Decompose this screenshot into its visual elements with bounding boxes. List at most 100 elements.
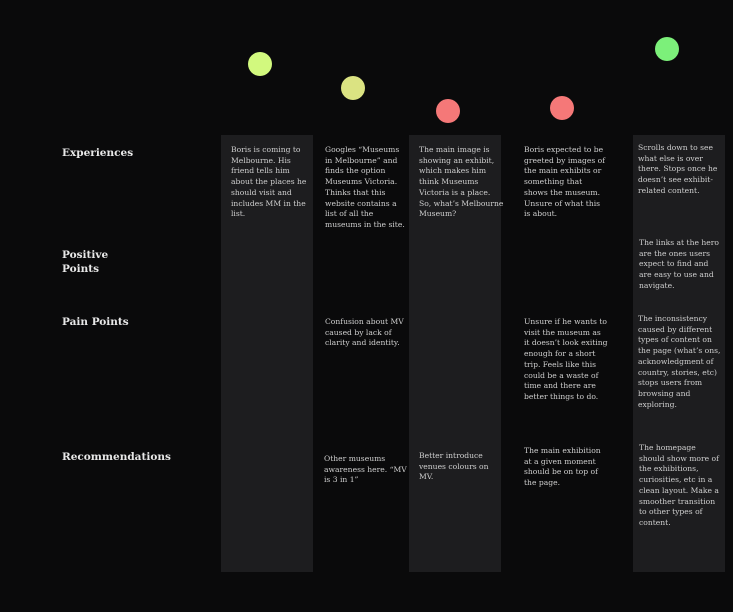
cell-line: related content. (638, 185, 700, 195)
cell-line: are the ones users (639, 248, 710, 258)
cell-line: better things to do. (524, 391, 599, 401)
cell-line: shows the museum. (524, 187, 601, 197)
cell-line: time and there are (524, 381, 596, 391)
sentiment-dot-stage-2 (341, 76, 365, 100)
cell-line: exploring. (638, 399, 677, 409)
cell-line: think Museums (419, 177, 479, 187)
stage-column-5 (633, 135, 725, 572)
cell-line: which makes him (419, 166, 487, 176)
cell-line: caused by different (638, 324, 713, 334)
cell-line: is about. (524, 209, 558, 219)
cell-line: list. (231, 209, 246, 219)
cell-line: The main image is (419, 145, 490, 154)
cell-line: stops users from (638, 378, 703, 388)
cell-line: there. Stops once he (638, 164, 718, 174)
row-label-positive-line-1: Positive (62, 249, 109, 261)
cell-line: the page. (524, 478, 561, 488)
cell-line: website contains a (325, 198, 397, 208)
cell-line: country, stories, etc) (638, 367, 717, 377)
cell-line: expect to find and (639, 259, 709, 269)
cell-line: in Melbourne” and (325, 155, 398, 165)
cell-line: it doesn’t look exiting (524, 338, 608, 348)
cell-line: about the places he (231, 177, 307, 187)
cell-line: friend tells him (231, 166, 290, 176)
cell-line: Googles “Museums (325, 145, 400, 154)
cell-line: are easy to use and (639, 270, 714, 280)
cell-line: types of content on (638, 335, 712, 345)
sentiment-dot-stage-3 (436, 99, 460, 123)
row-label-positive-line-2: Points (62, 263, 100, 275)
cell-line: Boris is coming to (231, 145, 301, 154)
cell-line: greeted by images of (524, 155, 606, 165)
cell-line: could be a waste of (524, 370, 599, 380)
cell-line: should visit and (231, 187, 292, 197)
cell-line: Victoria is a place. (419, 187, 491, 197)
cell-line: at a given moment (524, 456, 596, 466)
cell-line: So, what’s Melbourne (419, 198, 504, 208)
cell-line: visit the museum as (524, 327, 601, 337)
cell-line: navigate. (639, 280, 675, 290)
cell-line: The inconsistency (638, 314, 708, 323)
cell-line: Boris expected to be (524, 145, 604, 154)
cell-line: The main exhibition (524, 446, 601, 455)
cell-line: enough for a short (524, 349, 596, 359)
cell-line: finds the option (325, 166, 386, 176)
cell-line: showing an exhibit, (419, 155, 495, 165)
cell-line: museums in the site. (325, 219, 405, 229)
sentiment-dot-stage-4 (550, 96, 574, 120)
row-label-positive-points: Positive Points (62, 248, 152, 276)
cell-line: something that (524, 177, 583, 187)
cell-line: caused by lack of (325, 327, 392, 337)
cell-line: what else is over (638, 153, 703, 163)
cell-line: clean layout. Make a (639, 485, 719, 495)
sentiment-dot-stage-1 (248, 52, 272, 76)
cell-line: smoother transition (639, 496, 716, 506)
cell-line: The links at the hero (639, 238, 719, 247)
row-label-experiences: Experiences (62, 147, 134, 159)
cell-line: Unsure of what this (524, 198, 601, 208)
cell-line: the exhibitions, (639, 464, 699, 474)
cell-line: to other types of (639, 507, 703, 517)
cell-line: is 3 in 1” (324, 475, 359, 485)
cell-line: MV. (419, 472, 434, 482)
cell-line: Museums Victoria. (325, 177, 398, 187)
stage-column-3 (409, 135, 501, 572)
cell-line: awareness here. “MV (324, 464, 407, 474)
cell-line: clarity and identity. (325, 338, 400, 348)
cell-line: Other museums (324, 454, 386, 463)
cell-line: Unsure if he wants to (524, 317, 607, 326)
cell-line: includes MM in the (231, 198, 306, 208)
row-label-pain-points: Pain Points (62, 316, 129, 328)
cell-line: the main exhibits or (524, 166, 602, 176)
sentiment-dot-stage-5 (655, 37, 679, 61)
cell-line: Museum? (419, 209, 457, 219)
cell-line: doesn’t see exhibit- (638, 175, 713, 185)
cell-line: acknowledgment of (638, 356, 714, 366)
cell-line: Scrolls down to see (638, 143, 713, 152)
cell-line: venues colours on (419, 461, 489, 471)
cell-line: list of all the (325, 209, 374, 219)
cell-line: content. (639, 517, 671, 527)
cell-line: Thinks that this (325, 187, 386, 197)
cell-line: The homepage (639, 443, 696, 452)
cell-line: curiosities, etc in a (639, 475, 713, 485)
cell-line: browsing and (638, 388, 691, 398)
cell-line: should show more of (639, 453, 719, 463)
stage-column-1 (221, 135, 313, 572)
cell-line: trip. Feels like this (524, 359, 597, 369)
row-label-recommendations: Recommendations (62, 451, 171, 463)
cell-line: Confusion about MV (325, 317, 404, 326)
